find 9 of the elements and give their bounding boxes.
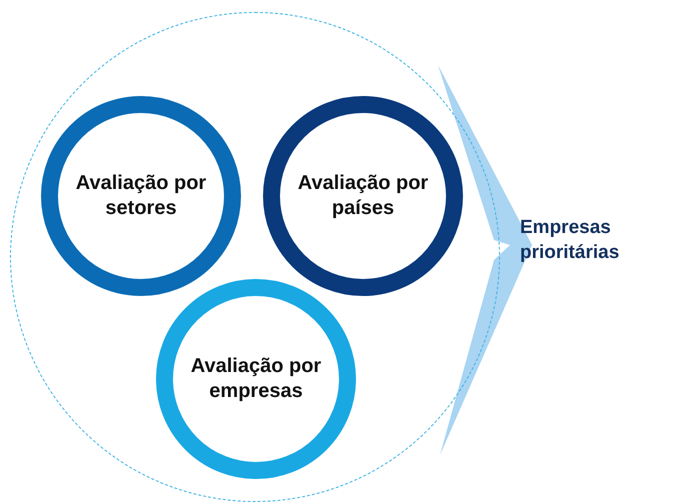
ring-label: Avaliação por empresas — [190, 354, 322, 404]
ring-label: Avaliação por setores — [74, 171, 208, 221]
ring-label: Avaliação por países — [296, 171, 430, 221]
ring — [41, 96, 241, 296]
chevron-arrow — [438, 65, 532, 455]
dashed-circle — [10, 12, 500, 502]
ring — [156, 279, 356, 479]
ring — [263, 96, 463, 296]
outcome-label: Empresas prioritárias — [520, 215, 670, 265]
